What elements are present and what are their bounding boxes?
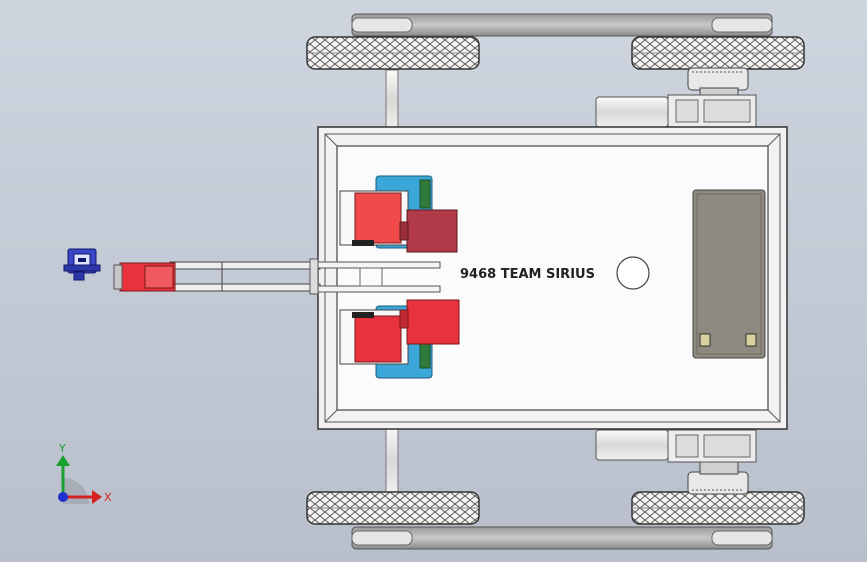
axle-left-bottom xyxy=(385,424,399,496)
track-belt-bottom xyxy=(351,526,773,550)
origin-dot xyxy=(58,492,68,502)
servo-bottom-right xyxy=(399,299,460,345)
track-belt-top xyxy=(351,13,773,37)
battery-pack xyxy=(692,189,766,359)
wheel-rear-left xyxy=(631,36,805,70)
drive-motor-top xyxy=(595,94,757,128)
wheel-front-right xyxy=(306,491,480,525)
y-axis-label: Y xyxy=(58,442,66,455)
drive-motor-bottom xyxy=(595,429,757,463)
coordinate-triad: Y X xyxy=(56,442,112,504)
gear-hub-bottom xyxy=(687,459,749,495)
camera-module xyxy=(63,248,101,281)
servo-bottom-left xyxy=(352,312,402,363)
wheel-front-left xyxy=(306,36,480,70)
x-axis-label: X xyxy=(104,491,112,504)
chassis-label: 9468 TEAM SIRIUS xyxy=(460,267,595,282)
arm-servo xyxy=(113,262,176,292)
mount-hole xyxy=(616,256,650,290)
axle-left-top xyxy=(385,69,399,131)
servo-top-left xyxy=(352,192,402,246)
servo-top-right xyxy=(399,209,458,253)
wheel-rear-right xyxy=(631,491,805,525)
